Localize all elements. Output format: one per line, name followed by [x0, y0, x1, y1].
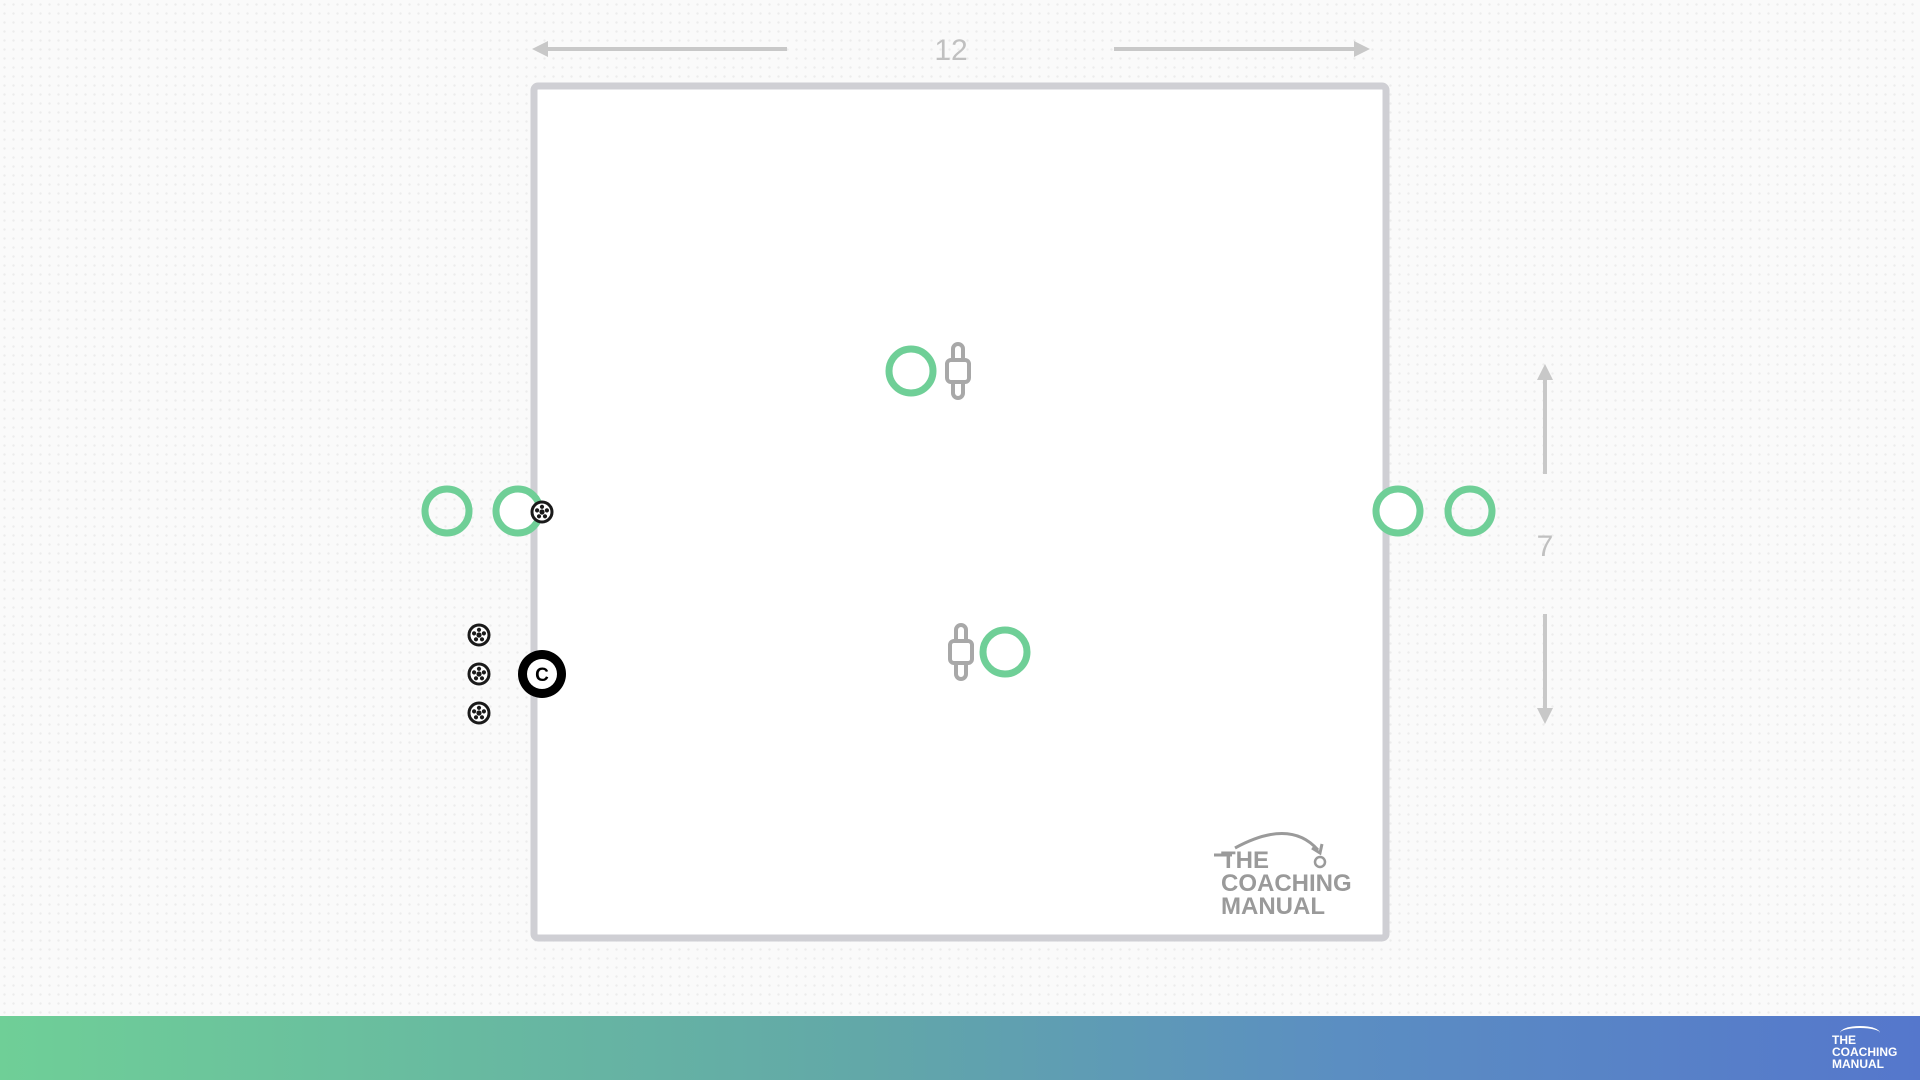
coach-icon: C — [518, 650, 566, 698]
width-dimension: 12 — [532, 34, 1370, 67]
footer-bar: THE COACHING MANUAL — [0, 1016, 1920, 1080]
ball-icon — [530, 500, 554, 524]
player-ring-icon — [885, 345, 937, 397]
logo-ball-icon — [1313, 855, 1327, 869]
logo-line-2: COACHING — [1221, 870, 1352, 897]
playing-area — [530, 82, 1390, 942]
coach-label: C — [535, 665, 549, 686]
ball-icon — [467, 701, 491, 725]
footer-logo-text: THE COACHING MANUAL — [1832, 1033, 1898, 1071]
logo-line-3: MANUAL — [1221, 893, 1325, 920]
height-label: 7 — [1537, 530, 1554, 563]
footer-logo: THE COACHING MANUAL — [1830, 1026, 1906, 1074]
coaching-manual-logo: THE COACHING MANUAL — [1214, 832, 1352, 920]
width-arrowhead-left — [532, 41, 548, 57]
height-arrowhead-bottom — [1537, 708, 1553, 724]
footer-logo-arc-icon — [1840, 1026, 1880, 1040]
drill-canvas: 12 7 THE COACHING MANUAL — [421, 34, 1554, 942]
ball-icon — [467, 623, 491, 647]
ball-icon — [467, 662, 491, 686]
player-ring-icon — [421, 485, 473, 537]
player-ring-icon — [1444, 485, 1496, 537]
logo-arrowhead-icon — [1311, 843, 1324, 856]
height-dimension: 7 — [1537, 364, 1554, 724]
height-arrowhead-top — [1537, 364, 1553, 380]
logo-arc-icon — [1234, 832, 1320, 852]
logo-line-1: THE — [1221, 847, 1269, 874]
width-label: 12 — [934, 34, 967, 67]
player-ring-icon — [979, 626, 1031, 678]
width-arrowhead-right — [1354, 41, 1370, 57]
player-ring-icon — [1372, 485, 1424, 537]
